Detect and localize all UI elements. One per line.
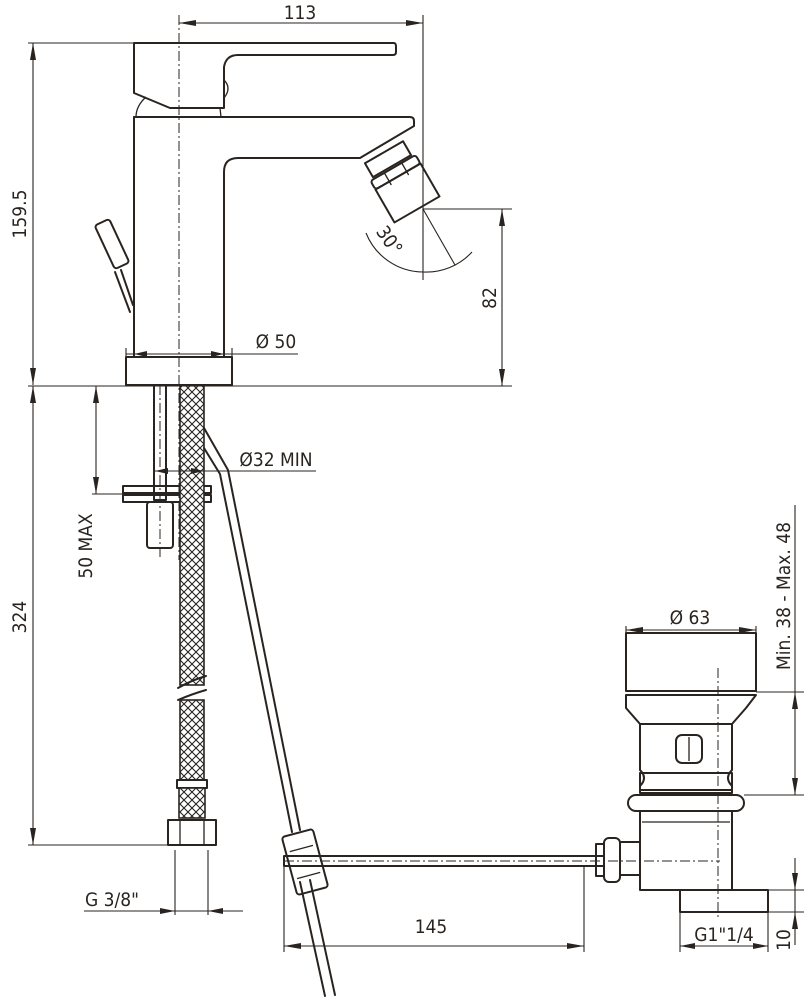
label-total-height: 159.5	[9, 190, 31, 239]
dimension-labels: 113 159.5 30° 82 Ø 50 Ø32 MIN 50 MAX 324…	[9, 2, 795, 951]
mixer-body	[94, 15, 441, 560]
dimension-lines	[28, 15, 804, 952]
label-deck-thickness: 50 MAX	[75, 513, 97, 579]
label-waste-range: Min. 38 - Max. 48	[773, 522, 795, 670]
label-waste-head-diameter: Ø 63	[670, 607, 711, 629]
label-spout-reach: 113	[284, 2, 317, 24]
label-waste-tail: 10	[773, 929, 795, 951]
label-spout-height: 82	[479, 287, 501, 309]
label-waste-thread: G1"1/4	[694, 924, 754, 946]
label-hole-diameter: Ø32 MIN	[239, 449, 312, 471]
label-rod-length: 145	[415, 916, 448, 938]
linkage-rod	[203, 427, 720, 997]
label-hose-length: 324	[9, 601, 31, 634]
label-base-diameter: Ø 50	[256, 331, 297, 353]
under-deck-parts	[122, 384, 217, 846]
label-hose-connection: G 3/8"	[85, 889, 139, 911]
pop-up-waste	[595, 632, 769, 920]
label-spray-angle: 30°	[371, 222, 406, 259]
